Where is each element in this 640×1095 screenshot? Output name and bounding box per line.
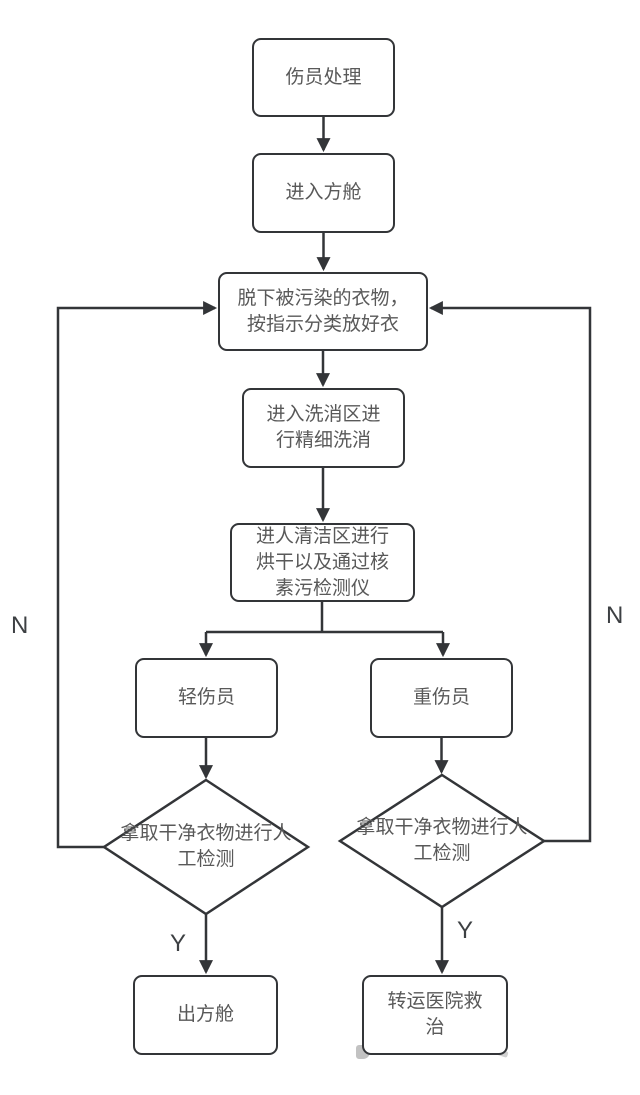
node-severely-wounded: 重伤员 [370,658,513,738]
node-remove-contaminated-clothing: 脱下被污染的衣物， 按指示分类放好衣 [218,272,428,351]
node-fine-decontamination: 进入洗消区进 行精细洗消 [242,388,405,468]
decision-left-manual-check-label: 拿取干净衣物进行人 工检测 [120,823,292,870]
node-casualty-handling: 伤员处理 [252,38,395,117]
edge-label-yes-right: Y [457,917,474,944]
decision-diamond-left [101,778,311,916]
node-clean-area-drying-detection: 进人清洁区进行 烘干以及通过核 素污检测仪 [230,523,415,602]
decision-diamond-right [337,773,547,909]
node-exit-cabin: 出方舱 [133,975,278,1055]
edge-label-yes-left: Y [170,930,187,957]
edge-checkright-loopback-N [428,301,592,843]
node-lightly-wounded: 轻伤员 [135,658,278,738]
edge-checkleft-loopback-N [56,301,218,849]
edge-label-no-right: N [606,602,624,629]
decision-right-manual-check-label: 拿取干净衣物进行人 工检测 [356,817,528,864]
edge-label-no-left: N [11,612,29,639]
node-transfer-hospital: 转运医院救 治 [362,975,508,1055]
node-enter-cabin: 进入方舱 [252,153,395,233]
